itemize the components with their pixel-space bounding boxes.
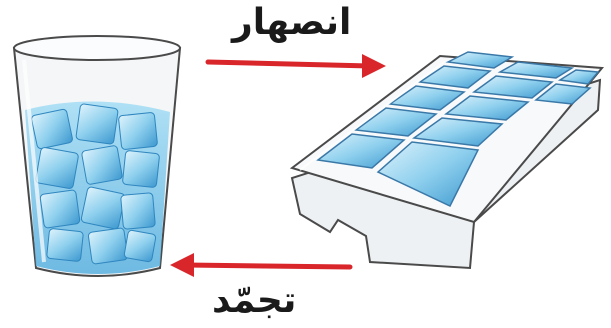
- ice-cube-tray-icon: [292, 52, 602, 268]
- arrow-right-icon: [208, 54, 386, 78]
- glass-of-ice-icon: [14, 36, 180, 276]
- melting-label: انصهار: [232, 2, 351, 43]
- arrow-left-icon: [170, 253, 350, 277]
- freezing-label: تجمّد: [212, 280, 296, 321]
